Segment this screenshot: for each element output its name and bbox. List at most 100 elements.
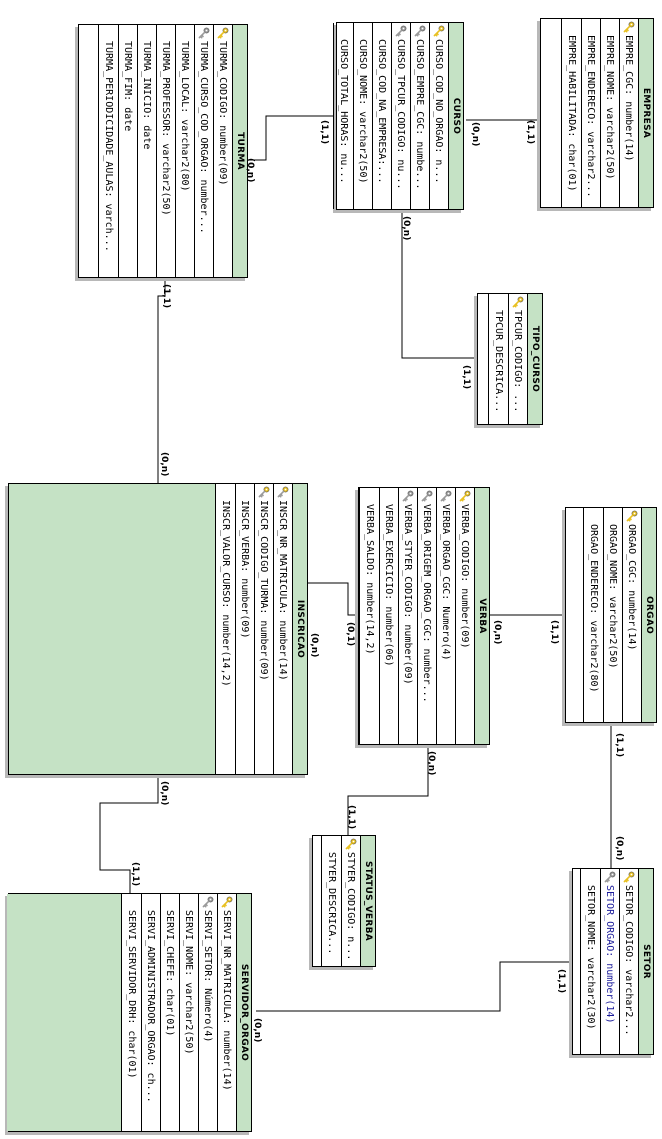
primary-key-icon [623, 21, 635, 35]
attribute-row: TURMA_CURSO_COD_ORGAO: number... [194, 25, 213, 277]
entity-orgao[interactable]: ORGAO ORGAO_CGC: number(14) ORGAO_NOME: … [565, 507, 657, 723]
attribute-row: EMPRE_NOME: varchar2(50) [600, 19, 619, 207]
rel-curso-tipo [401, 210, 477, 359]
attribute-list: ORGAO_CGC: number(14) ORGAO_NOME: varcha… [583, 508, 641, 722]
primary-key-icon [459, 490, 471, 504]
attribute-row: STYER_DESCRICA... [326, 852, 337, 955]
attribute-row: STYER_CODIGO: n... [341, 836, 360, 966]
entity-title: VERBA [474, 488, 489, 744]
attribute-list: VERBA_CODIGO: number(09) VERBA_ORGAO_CGC… [359, 488, 474, 744]
primary-key-icon [626, 510, 638, 524]
attribute-row: TPCUR_CODIGO: ... [508, 294, 527, 424]
entity-servidor-orgao[interactable]: SERVIDOR_ORGAO SERVI_NR_MATRICULA: numbe… [7, 893, 252, 1132]
cardinality-label: (0,n) [492, 620, 502, 645]
foreign-key-icon [421, 490, 433, 504]
entity-title: ORGAO [641, 508, 656, 722]
attribute-row: EMPRE_CGC: number(14) [619, 19, 638, 207]
entity-title: TIPO_CURSO [527, 294, 542, 424]
attribute-row: VERBA_ORGAO_CGC: Numero(4) [436, 488, 455, 744]
cardinality-label: (0,n) [252, 1018, 262, 1043]
foreign-key-icon [402, 490, 414, 504]
primary-foreign-key-icon [258, 486, 270, 500]
primary-key-icon [345, 838, 357, 852]
cardinality-label: (1,1) [346, 805, 356, 830]
primary-key-icon [221, 896, 233, 910]
attribute-row: EMPRE_HABILITADA: char(01) [566, 35, 577, 192]
attribute-list: TPCUR_CODIGO: ... TPCUR_DESCRICA... [488, 294, 527, 424]
attribute-row: INSCR_VERBA: number(09) [235, 484, 254, 774]
primary-key-icon [217, 27, 229, 41]
attribute-list: SERVI_NR_MATRICULA: number(14) SERVI_SET… [121, 894, 236, 1131]
cardinality-label: (0,n) [245, 158, 255, 183]
entity-tipo-curso[interactable]: TIPO_CURSO TPCUR_CODIGO: ... TPCUR_DESCR… [477, 293, 543, 425]
attribute-row: TPCUR_DESCRICA... [493, 310, 504, 413]
rel-inscricao-verba [308, 582, 358, 616]
attribute-row: CURSO_EMPRE_CGC: numbe... [410, 23, 429, 209]
entity-title: CURSO [448, 23, 463, 209]
entity-turma[interactable]: TURMA TURMA_CODIGO: number(09) TURMA_CUR… [78, 24, 248, 278]
attribute-row: CURSO_TOTAL_HORAS: nu... [338, 39, 349, 184]
attribute-row: INSCR_VALOR_CURSO: number(14,2) [220, 500, 231, 687]
entity-inscricao[interactable]: INSCRICAO INSCR_NR_MATRICULA: number(14)… [8, 483, 308, 775]
foreign-key-icon [395, 25, 407, 39]
attribute-row: TURMA_PROFESSOR: varchar2(50) [156, 25, 175, 277]
foreign-key-icon [414, 25, 426, 39]
entity-title: INSCRICAO [292, 484, 307, 774]
cardinality-label: (1,1) [614, 733, 624, 758]
attribute-list: SETOR_CODIGO: varchar2... SETOR_ORGAO: n… [580, 869, 638, 1054]
attribute-row: SETOR_ORGAO: number(14) [600, 869, 619, 1054]
attribute-row: INSCR_NR_MATRICULA: number(14) [273, 484, 292, 774]
attribute-row: TURMA_LOCAL: varchar2(80) [175, 25, 194, 277]
attribute-row: SERVI_NOME: varchar2(50) [179, 894, 198, 1131]
entity-setor[interactable]: SETOR SETOR_CODIGO: varchar2... SETOR_OR… [572, 868, 654, 1055]
foreign-key-icon [604, 871, 616, 885]
attribute-row: VERBA_EXERCICIO: number(06) [379, 488, 398, 744]
primary-foreign-key-icon [277, 486, 289, 500]
entity-filler [9, 484, 215, 774]
primary-key-icon [623, 871, 635, 885]
attribute-row: INSCR_CODIGO_TURMA: number(09) [254, 484, 273, 774]
rel-inscricao-servidor [99, 775, 159, 893]
attribute-row: TURMA_CODIGO: number(09) [213, 25, 232, 277]
attribute-row: EMPRE_ENDERECO: varchar2... [581, 19, 600, 207]
attribute-row: SETOR_CODIGO: varchar2... [619, 869, 638, 1054]
attribute-list: STYER_CODIGO: n... STYER_DESCRICA... [321, 836, 360, 966]
rel-curso-turma [248, 115, 336, 161]
attribute-row: VERBA_ORIGEM_ORGAO_CGC: number... [417, 488, 436, 744]
entity-curso[interactable]: CURSO CURSO_COD_NO_ORGAO: n... CURSO_EMP… [333, 22, 464, 210]
cardinality-label: (0,n) [470, 122, 480, 147]
cardinality-label: (1,1) [130, 862, 140, 887]
entity-empresa[interactable]: EMPRESA EMPRE_CGC: number(14) EMPRE_NOME… [540, 18, 654, 208]
primary-key-icon [433, 25, 445, 39]
cardinality-label: (1,1) [525, 120, 535, 145]
attribute-row: ORGAO_NOME: varchar2(50) [603, 508, 622, 722]
attribute-row: CURSO_COD_NA_EMPRESA:... [372, 23, 391, 209]
cardinality-label: (0,n) [426, 751, 436, 776]
attribute-row: TURMA_INICIO: date [137, 25, 156, 277]
cardinality-label: (1,1) [461, 365, 471, 390]
attribute-list: CURSO_COD_NO_ORGAO: n... CURSO_EMPRE_CGC… [333, 23, 448, 209]
attribute-row: SERVI_SETOR: Número(4) [198, 894, 217, 1131]
entity-title: EMPRESA [638, 19, 653, 207]
attribute-row: TURMA_PERIODICIDADE_AULAS: varch... [103, 41, 114, 252]
entity-verba[interactable]: VERBA VERBA_CODIGO: number(09) VERBA_ORG… [358, 487, 490, 745]
attribute-row: CURSO_NOME: varchar2(50) [353, 23, 372, 209]
attribute-list: INSCR_NR_MATRICULA: number(14) INSCR_COD… [215, 484, 292, 774]
entity-title: TURMA [232, 25, 247, 277]
foreign-key-icon [198, 27, 210, 41]
attribute-row: CURSO_COD_NO_ORGAO: n... [429, 23, 448, 209]
entity-status-verba[interactable]: STATUS_VERBA STYER_CODIGO: n... STYER_DE… [312, 835, 376, 967]
attribute-row: SERVI_SERVIDOR_DRH: char(01) [126, 910, 137, 1079]
rel-verba-status [347, 745, 429, 835]
cardinality-label: (1,1) [161, 284, 171, 309]
attribute-row: SERVI_ADMINISTRADOR_ORGAO: ch... [141, 894, 160, 1131]
rel-setor-servidor [256, 961, 572, 1012]
rel-turma-inscricao [157, 278, 166, 483]
cardinality-label: (0,n) [159, 452, 169, 477]
entity-title: STATUS_VERBA [360, 836, 375, 966]
attribute-list: EMPRE_CGC: number(14) EMPRE_NOME: varcha… [561, 19, 638, 207]
entity-filler [7, 894, 121, 1131]
attribute-row: CURSO_TPCUR_CODIGO: nu... [391, 23, 410, 209]
